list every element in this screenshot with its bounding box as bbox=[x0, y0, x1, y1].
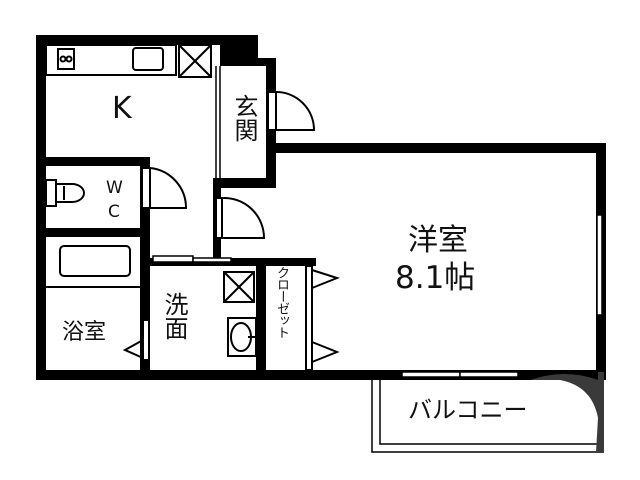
toilet bbox=[45, 179, 85, 207]
room-label-entrance: 玄関 bbox=[230, 94, 258, 142]
kitchen-counter bbox=[45, 44, 247, 78]
room-label-balcony: バルコニー bbox=[408, 396, 528, 424]
watermark bbox=[530, 372, 604, 452]
room-label-kitchen: K bbox=[112, 91, 132, 126]
closet-doors bbox=[305, 265, 340, 371]
window-balcony bbox=[401, 371, 519, 378]
room-label-western: 洋室 bbox=[408, 223, 468, 258]
room-label-bathroom: 浴室 bbox=[62, 320, 107, 345]
room-label-closet: クローゼット bbox=[274, 266, 289, 338]
entrance-door bbox=[267, 91, 316, 131]
room-label-wc-w: W bbox=[106, 178, 123, 198]
washing-machine bbox=[223, 271, 255, 303]
wc-door bbox=[141, 167, 188, 209]
hall-door bbox=[215, 196, 266, 239]
room-label-washroom: 洗面 bbox=[160, 292, 188, 340]
room-size-western: 8.1帖 bbox=[395, 260, 476, 296]
walls bbox=[36, 35, 606, 380]
bath-door bbox=[122, 319, 150, 361]
wash-basin bbox=[227, 317, 257, 357]
window-right bbox=[596, 214, 603, 316]
room-label-wc-c: C bbox=[108, 202, 120, 222]
balcony bbox=[371, 380, 604, 453]
bathtub bbox=[46, 245, 140, 288]
